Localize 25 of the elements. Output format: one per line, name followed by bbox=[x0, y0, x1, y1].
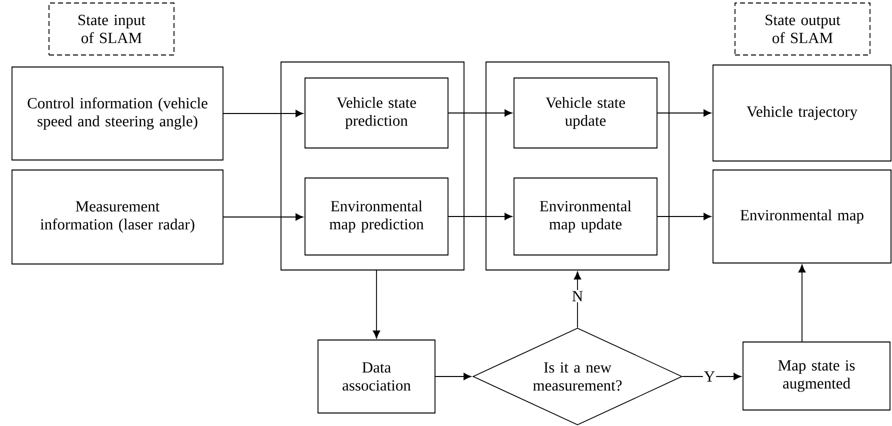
process-box: Environmental map bbox=[712, 170, 892, 264]
dashed-text-box: State input of SLAM bbox=[48, 2, 174, 56]
process-box: Environmental map prediction bbox=[304, 178, 448, 256]
process-box: Measurement information (laser radar) bbox=[12, 170, 224, 264]
arrow bbox=[223, 213, 304, 221]
edge-label: N bbox=[570, 290, 584, 302]
process-box: Data association bbox=[318, 340, 436, 414]
edge-label: Y bbox=[702, 370, 716, 383]
process-box: Environmental map update bbox=[514, 178, 658, 256]
dashed-text-box: State output of SLAM bbox=[734, 2, 870, 56]
process-box: Vehicle state update bbox=[514, 78, 658, 148]
process-box: Map state is augmented bbox=[742, 342, 890, 410]
arrow bbox=[798, 264, 806, 342]
arrow bbox=[574, 272, 582, 328]
process-box: Vehicle trajectory bbox=[712, 64, 892, 162]
arrow bbox=[448, 109, 512, 117]
arrow bbox=[657, 109, 712, 117]
process-box: Vehicle state prediction bbox=[304, 78, 448, 148]
process-box: Control information (vehicle speed and steering angle) bbox=[12, 66, 224, 160]
arrow bbox=[657, 212, 712, 220]
arrow bbox=[372, 270, 380, 338]
arrow bbox=[448, 212, 512, 220]
arrow bbox=[682, 372, 742, 380]
arrow bbox=[435, 372, 472, 380]
arrow bbox=[223, 110, 304, 118]
